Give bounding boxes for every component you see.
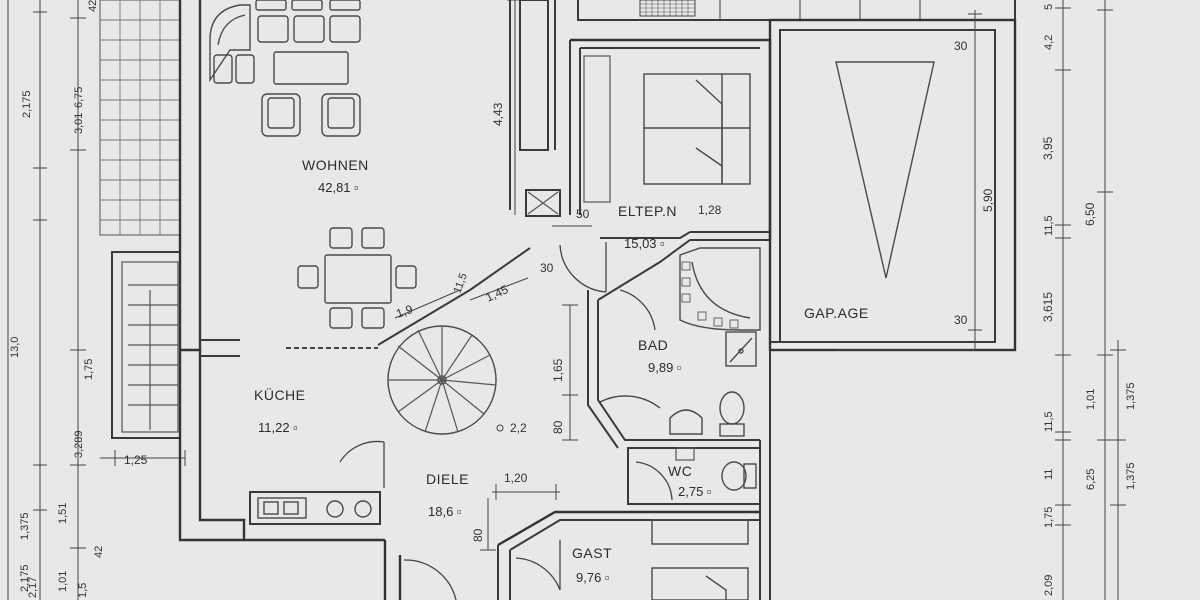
dim-int-8: 80 — [551, 420, 565, 434]
dim-int-4: 1,45 — [483, 282, 510, 305]
door-swing-icon — [635, 461, 673, 501]
living-furniture — [209, 0, 361, 137]
interior-dimension-lines — [394, 0, 592, 551]
dim-int-6: 1,9 — [394, 302, 415, 321]
dim-int-0: 4,43 — [491, 102, 505, 126]
room-name-wc: WC — [668, 463, 692, 479]
dim-int-10: 1,20 — [504, 471, 528, 485]
kitchen-counter — [249, 491, 381, 525]
dim-left-7: 1,25 — [124, 453, 148, 467]
dim-left-3: 3,01 — [73, 113, 85, 134]
room-area-kueche: 11,22 ▫ — [258, 420, 298, 435]
exterior-walls — [178, 0, 402, 600]
toilet-icon — [721, 461, 757, 491]
room-name-eltern: ELTEP.N — [618, 203, 677, 219]
toilet-icon — [669, 391, 745, 437]
dim-left-13: 1,5 — [77, 583, 89, 598]
dim-left-12: 1,01 — [57, 571, 69, 592]
dim-int-11: 80 — [471, 528, 485, 542]
door-swing-icon — [599, 289, 661, 409]
left-dimension-labels: 42 6,75 2,175 3,01 1,75 13,0 3,289 1,25 … — [9, 0, 148, 598]
door-swing-icon — [403, 559, 457, 600]
dim-right-6: 11,5 — [1043, 411, 1055, 432]
room-name-diele: DIELE — [426, 471, 469, 487]
bed-icon — [643, 73, 751, 185]
dim-right-1: 4,2 — [1043, 35, 1055, 50]
garage-dimension-lines — [968, 10, 982, 350]
right-dimension-lines — [1055, 0, 1126, 600]
guest-room-walls — [497, 240, 771, 600]
door-swing-icon — [339, 440, 385, 488]
dim-right-9: 11 — [1043, 469, 1055, 480]
dim-left-5: 13,0 — [9, 337, 21, 358]
room-area-wohnen: 42,81 ▫ — [318, 180, 359, 195]
bed-icon — [651, 567, 749, 600]
room-name-bad: BAD — [638, 337, 668, 353]
dim-int-2: 1,28 — [698, 203, 722, 217]
dim-left-4: 1,75 — [83, 359, 95, 380]
dim-right-7: 1,01 — [1085, 389, 1097, 410]
room-name-garage: GAP.AGE — [804, 305, 869, 321]
dim-garage-2: 30 — [954, 313, 968, 327]
room-area-gast: 9,76 ▫ — [576, 570, 610, 585]
dim-left-11: 42 — [93, 546, 105, 558]
room-name-gast: GAST — [572, 545, 612, 561]
door-swing-icon — [515, 540, 561, 591]
dim-right-5: 3,615 — [1041, 292, 1055, 322]
dim-right-12: 1,75 — [1043, 507, 1055, 528]
sink-icon — [725, 331, 757, 367]
dim-int-1: 50 — [576, 207, 590, 221]
dining-table — [297, 227, 417, 329]
dim-left-6: 3,289 — [73, 430, 85, 458]
north-facade — [509, 0, 1016, 217]
door-swing-icon — [559, 242, 607, 293]
room-area-diele: 18,6 ▫ — [428, 504, 462, 519]
right-dimension-labels: 5 4,2 3,95 6,50 11,5 3,615 11,5 1,01 1,3… — [1041, 4, 1137, 596]
dim-int-3: 30 — [540, 261, 554, 275]
room-area-wc: 2,75 ▫ — [678, 484, 712, 499]
dim-garage-0: 30 — [954, 39, 968, 53]
exterior-stair — [111, 251, 181, 439]
dim-right-2: 3,95 — [1041, 136, 1055, 160]
wardrobe — [583, 55, 611, 203]
spiral-stair-icon — [387, 325, 504, 435]
dim-right-4: 11,5 — [1043, 215, 1055, 236]
dim-right-3: 6,50 — [1083, 202, 1097, 226]
dim-left-8: 1,375 — [19, 512, 31, 540]
dim-garage-1: 5,90 — [981, 188, 995, 212]
dim-left-9: 1,51 — [57, 503, 69, 524]
left-dimension-lines — [7, 0, 186, 600]
bathroom-walls — [587, 239, 770, 449]
garage-walls — [768, 18, 1017, 352]
dim-int-9: 2,2 — [510, 421, 527, 435]
room-name-kueche: KÜCHE — [254, 386, 306, 403]
dim-right-13: 2,09 — [1043, 575, 1055, 596]
dim-right-11: 1,375 — [1125, 462, 1137, 490]
room-name-wohnen: WOHNEN — [302, 157, 369, 173]
dim-left-10: 2,175 — [19, 564, 31, 592]
stove-icon — [326, 500, 372, 518]
bathtub-icon — [679, 247, 761, 331]
dim-right-0: 5 — [1043, 4, 1055, 10]
dim-right-10: 6,25 — [1085, 469, 1097, 490]
dim-left-2: 2,175 — [21, 90, 33, 118]
room-area-eltern: 15,03 ▫ — [624, 236, 665, 251]
guest-desk — [651, 519, 749, 545]
dim-int-7: 1,65 — [551, 358, 565, 382]
dim-right-8: 1,375 — [1125, 382, 1137, 410]
room-area-bad: 9,89 ▫ — [648, 360, 682, 375]
dim-left-14: 2,17 — [27, 577, 39, 598]
dim-left-0: 42 — [87, 0, 99, 12]
dim-left-1: 6,75 — [73, 87, 85, 108]
terrace-paving — [99, 0, 181, 236]
garage-ramp-icon — [835, 61, 935, 279]
